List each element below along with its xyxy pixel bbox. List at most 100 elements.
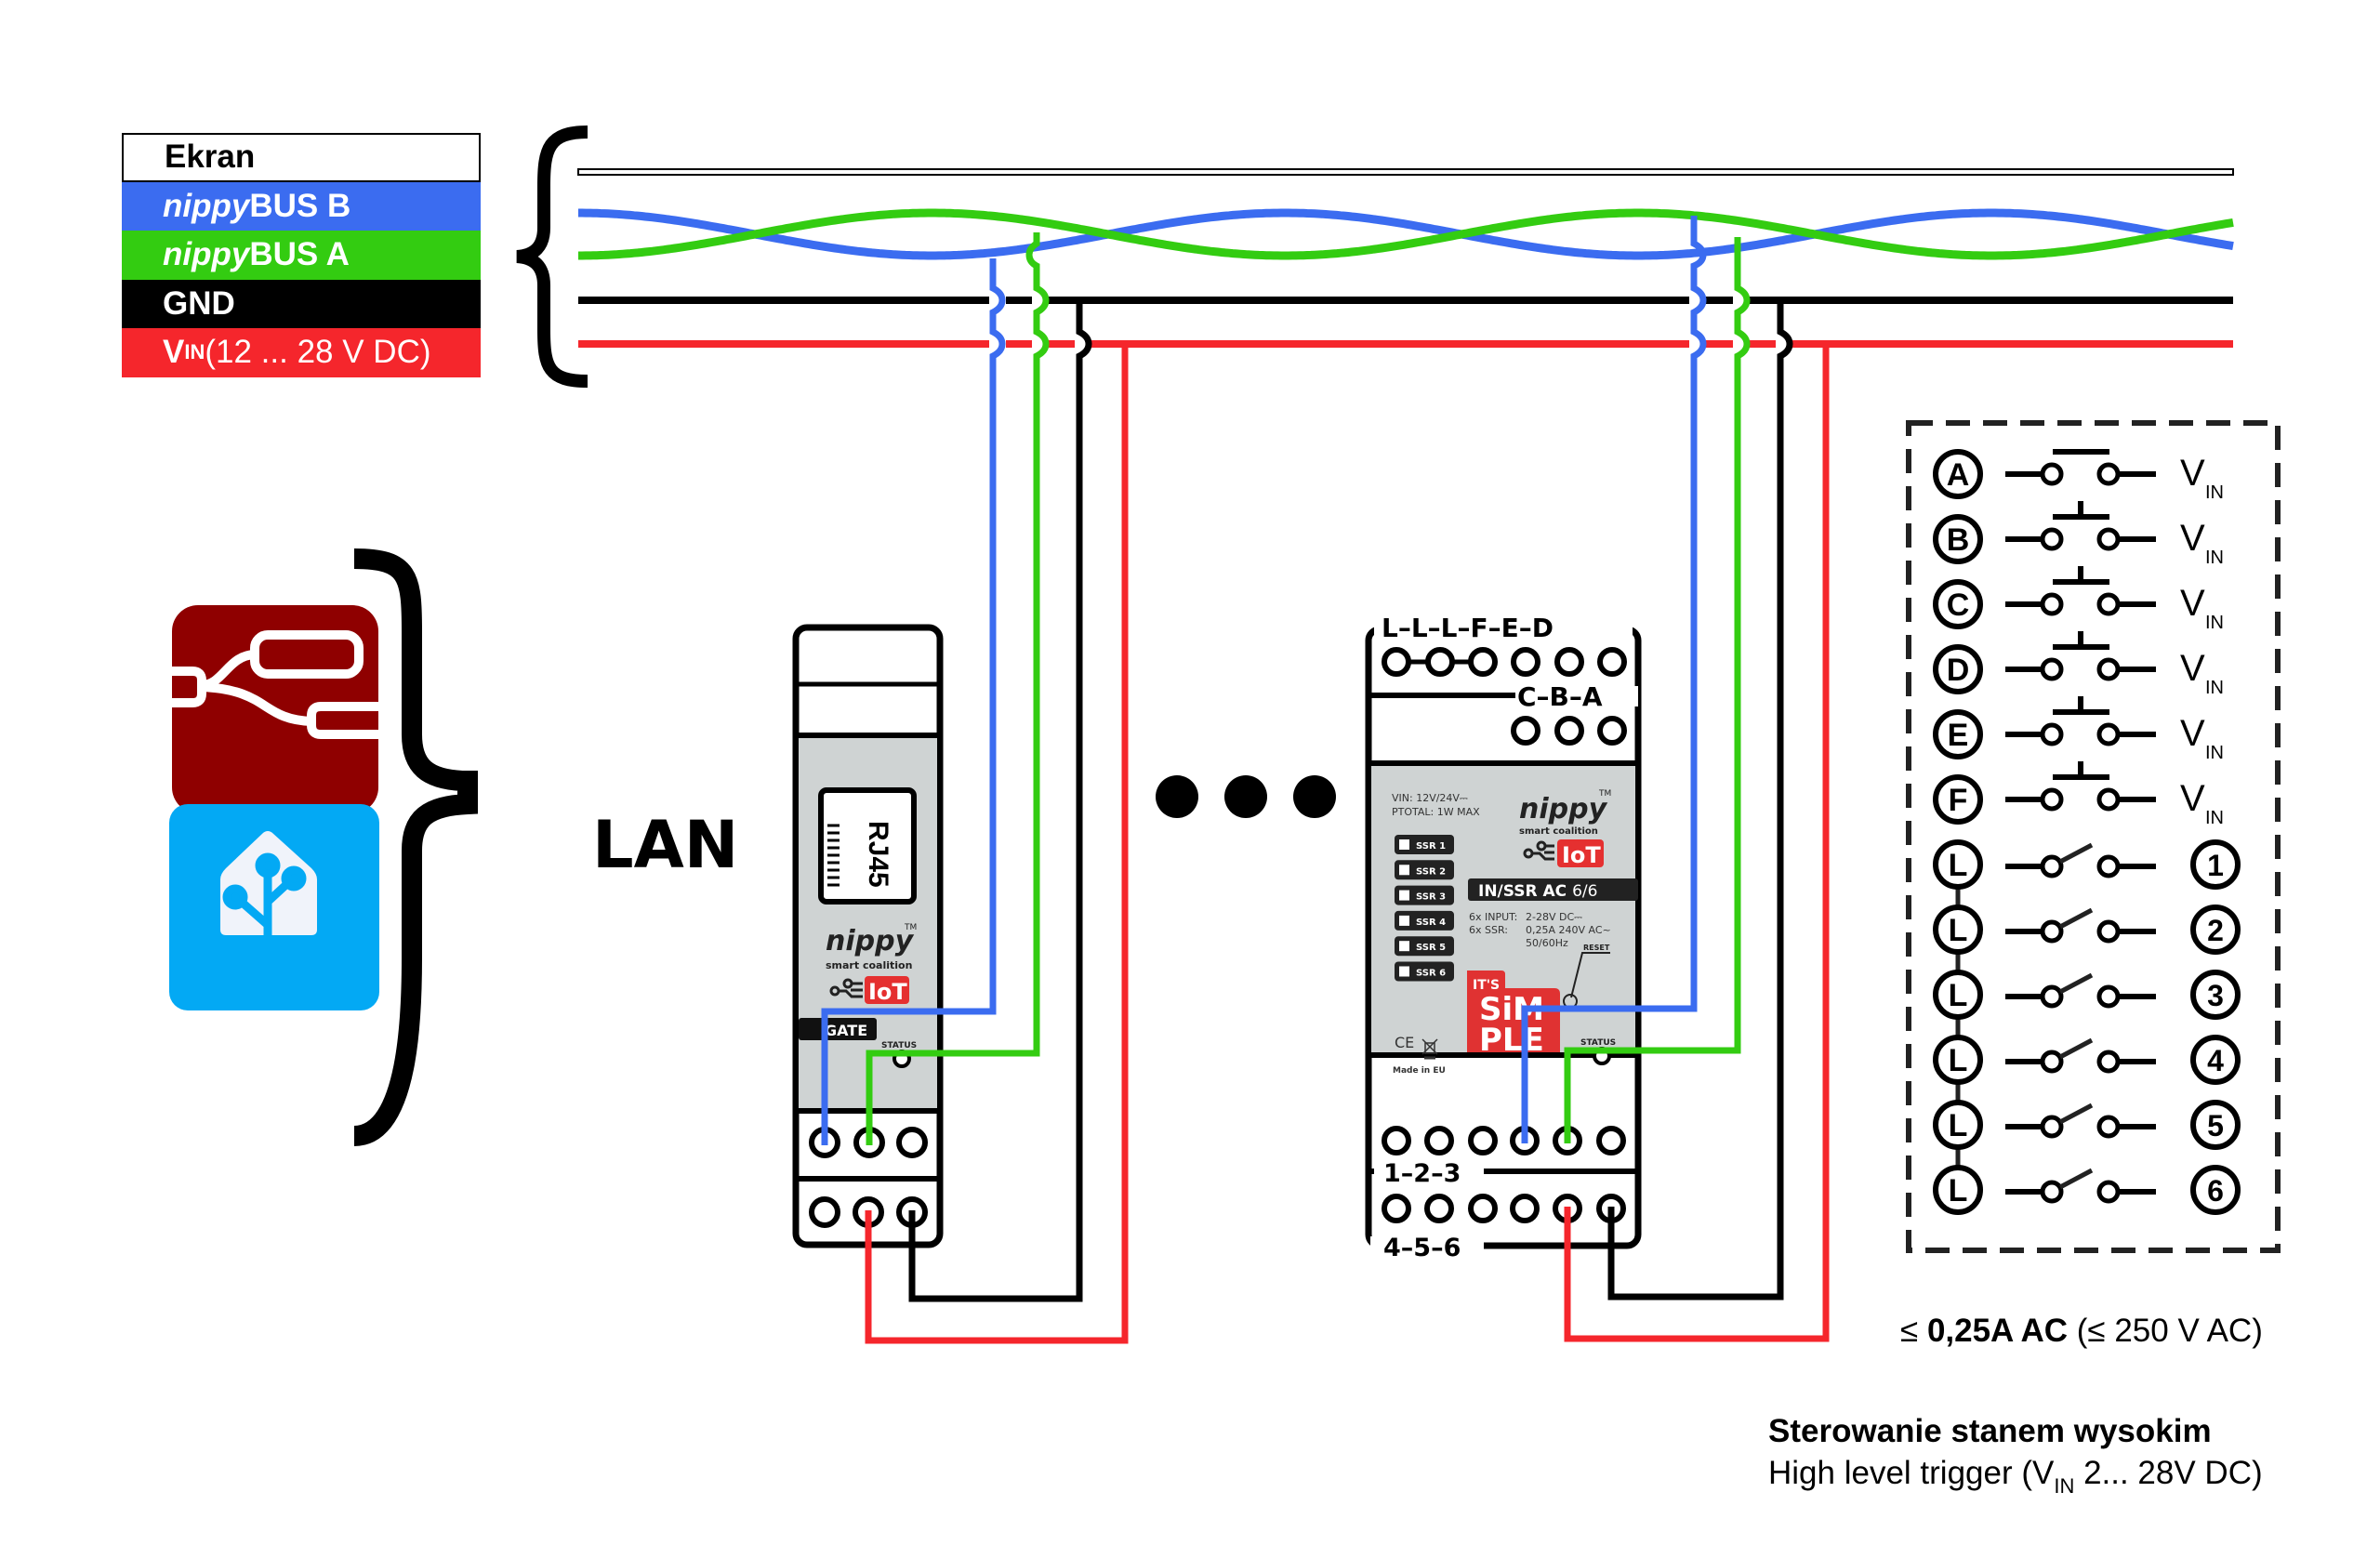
output-circle bbox=[2190, 1100, 2241, 1150]
ssr-rating-prefix: ≤ bbox=[1900, 1313, 1927, 1349]
gate-bus-b-wire-end bbox=[821, 1008, 993, 1145]
terminal-label: L bbox=[1949, 1173, 1968, 1208]
gate-gnd-wire bbox=[908, 300, 1092, 1302]
switch-contact bbox=[2040, 1050, 2064, 1074]
gate-module: RJ45 nippy TM smart coalition IoT GATE S… bbox=[792, 624, 944, 1248]
trigger-desc-post: 2... 28V DC) bbox=[2074, 1455, 2263, 1491]
ssr-rating-value: 0,25A AC bbox=[1926, 1313, 2069, 1349]
terminal-circle bbox=[1933, 579, 1983, 629]
switch-contact bbox=[2040, 984, 2064, 1009]
ssr-led-label: SSR 5 bbox=[1416, 943, 1446, 953]
vin-target-label: V bbox=[2180, 518, 2205, 559]
io-input-spec-label: 6x INPUT: bbox=[1469, 911, 1517, 923]
io-ssr-spec-freq: 50/60Hz bbox=[1526, 937, 1568, 949]
switch-contact bbox=[2096, 919, 2121, 944]
io-brand: nippy bbox=[1519, 793, 1608, 825]
terminal-circle bbox=[1933, 709, 1983, 759]
io-reset-label: RESET bbox=[1583, 944, 1610, 952]
io-ptotal-spec: PTOTAL: 1W MAX bbox=[1392, 806, 1480, 818]
ssr-led-indicator bbox=[1399, 915, 1409, 926]
terminal-label: A bbox=[1947, 457, 1970, 493]
ssr-rating-note: ≤ 0,25A AC (≤ 250 V AC) bbox=[1900, 1313, 2263, 1350]
circuit-icon bbox=[829, 978, 863, 998]
io-bus-a-wire-end bbox=[1564, 1047, 1738, 1143]
output-label: 5 bbox=[2207, 1109, 2224, 1142]
legend-label-vin: (12 ... 28 V DC) bbox=[205, 334, 431, 371]
terminal-circle bbox=[1933, 1035, 1983, 1085]
legend-label-bus-b-brand: nippy bbox=[163, 187, 250, 224]
trigger-desc-pre: High level trigger (V bbox=[1768, 1455, 2055, 1491]
ssr-led-label: SSR 1 bbox=[1416, 841, 1446, 852]
switch-blade bbox=[2058, 907, 2094, 930]
ssr-led-item: SSR 2 bbox=[1395, 860, 1454, 880]
switch-contact bbox=[2096, 527, 2121, 551]
terminal-label: L bbox=[1949, 1043, 1968, 1078]
io-model-name: IN/SSR AC bbox=[1478, 882, 1567, 901]
its-label: IT'S bbox=[1473, 978, 1500, 993]
io-iot-label: IoT bbox=[1562, 842, 1601, 868]
lan-brace bbox=[352, 548, 478, 1146]
gate-tm: TM bbox=[904, 923, 917, 932]
reset-leader-line bbox=[1570, 952, 1610, 998]
switch-contact bbox=[2040, 657, 2064, 681]
switch-contact bbox=[2096, 787, 2121, 812]
ssr-led-indicator bbox=[1399, 839, 1409, 850]
io-top-terminal-labels: L–L–L–F–E–D bbox=[1382, 613, 1554, 643]
vin-target-sub: IN bbox=[2205, 678, 2224, 698]
vin-target-label: V bbox=[2180, 648, 2205, 689]
gate-iot-label: IoT bbox=[868, 979, 907, 1005]
simple-line2: PLE bbox=[1479, 1022, 1544, 1059]
trigger-title: Sterowanie stanem wysokim bbox=[1768, 1413, 2212, 1449]
terminal-circle bbox=[1933, 449, 1983, 499]
output-circle bbox=[2190, 1035, 2241, 1085]
ssr-led-label: SSR 4 bbox=[1416, 918, 1446, 928]
ssr-led-indicator bbox=[1399, 966, 1409, 977]
switch-blade bbox=[2058, 972, 2094, 995]
output-label: 3 bbox=[2207, 979, 2224, 1012]
io-input-terminals bbox=[1382, 647, 1627, 746]
terminal-label: E bbox=[1948, 718, 1969, 753]
io-bottom-labels-2: 4–5–6 bbox=[1383, 1234, 1461, 1262]
legend-label-vin-sub: IN bbox=[184, 340, 205, 364]
io-bottom-labels-1: 1–2–3 bbox=[1383, 1159, 1461, 1188]
bus-a-twisted-wire bbox=[578, 208, 2234, 260]
legend-label-bus-a-brand: nippy bbox=[163, 236, 250, 273]
switch-blade bbox=[2058, 1037, 2094, 1060]
continuation-dots bbox=[1156, 775, 1336, 818]
vin-target-label: V bbox=[2180, 778, 2205, 819]
vin-target-label: V bbox=[2180, 453, 2205, 494]
io-bus-b-wire-end bbox=[1521, 1005, 1694, 1143]
output-label: 1 bbox=[2207, 849, 2224, 882]
io-module: L–L–L–F–E–D C–B–A VIN: 12V/24V⎓ PTOTAL: … bbox=[1365, 613, 1642, 1262]
terminal-label: B bbox=[1947, 522, 1970, 558]
terminal-circle bbox=[1933, 1100, 1983, 1150]
vin-target-sub: IN bbox=[2205, 548, 2224, 568]
io-input-spec-value: 2-28V DC⎓ bbox=[1526, 911, 1582, 923]
ssr-led-item: SSR 5 bbox=[1395, 936, 1454, 957]
terminal-label: L bbox=[1949, 1108, 1968, 1143]
output-circle bbox=[2190, 970, 2241, 1020]
home-assistant-house-icon bbox=[169, 804, 379, 1010]
ssr-led-item: SSR 1 bbox=[1395, 835, 1454, 854]
switch-contact bbox=[2096, 462, 2121, 486]
weee-bin-icon bbox=[1421, 1038, 1438, 1060]
io-bus-a-wire bbox=[1564, 237, 1751, 1139]
ssr-led-label: SSR 2 bbox=[1416, 866, 1446, 877]
bus-brace bbox=[516, 125, 588, 388]
legend-row-ekran: Ekran bbox=[122, 133, 481, 182]
io-model-count: 6/6 bbox=[1572, 882, 1597, 901]
io-status-label: STATUS bbox=[1580, 1038, 1616, 1048]
switch-contact bbox=[2096, 1115, 2121, 1139]
switch-blade bbox=[2058, 842, 2094, 865]
